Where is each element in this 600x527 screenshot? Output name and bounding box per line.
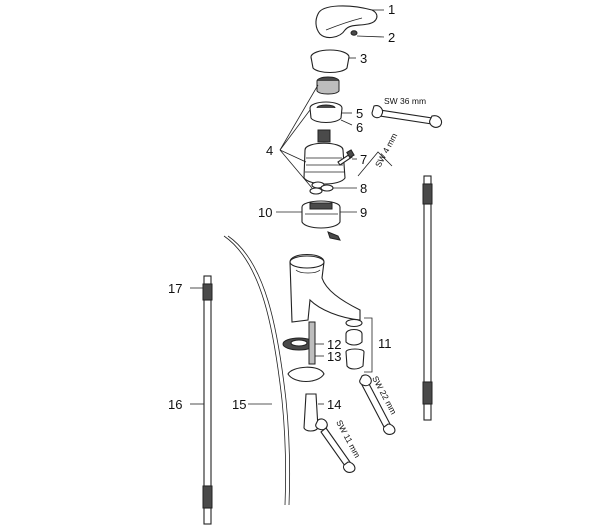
bolt (337, 149, 355, 166)
label-6: 6 (356, 120, 363, 135)
wrench-sw22 (359, 374, 396, 435)
cover-ring (310, 49, 350, 74)
o-rings (309, 181, 334, 195)
label-5: 5 (356, 106, 363, 121)
set-screw (350, 30, 358, 36)
label-1: 1 (388, 2, 395, 17)
label-12: 12 (327, 337, 341, 352)
label-9: 9 (360, 205, 367, 220)
leader-lines (190, 9, 385, 405)
diverter-unit (301, 200, 341, 241)
threaded-stud (308, 321, 316, 365)
wrench-sw36 (371, 105, 443, 128)
cartridge (303, 129, 346, 185)
flex-hose-15 (223, 235, 290, 506)
threaded-ring (316, 76, 340, 95)
allen-key-sw4 (357, 151, 393, 177)
tool-label-sw4: SW 4 mm (373, 131, 399, 169)
cartridge-nut (309, 101, 343, 124)
label-17: 17 (168, 281, 182, 296)
label-7: 7 (360, 152, 367, 167)
aerator-set (345, 317, 373, 373)
label-14: 14 (327, 397, 341, 412)
tool-label-sw36: SW 36 mm (384, 96, 426, 106)
supply-hose-16 (202, 275, 213, 525)
tap-body (289, 253, 361, 323)
label-8: 8 (360, 181, 367, 196)
wrench-sw11 (315, 418, 356, 473)
label-2: 2 (388, 30, 395, 45)
label-13: 13 (327, 349, 341, 364)
label-10: 10 (258, 205, 272, 220)
lever-handle (315, 5, 378, 39)
supply-hose-right (422, 175, 433, 421)
label-4: 4 (266, 143, 273, 158)
label-3: 3 (360, 51, 367, 66)
label-11: 11 (378, 336, 392, 351)
label-15: 15 (232, 397, 246, 412)
label-16: 16 (168, 397, 182, 412)
